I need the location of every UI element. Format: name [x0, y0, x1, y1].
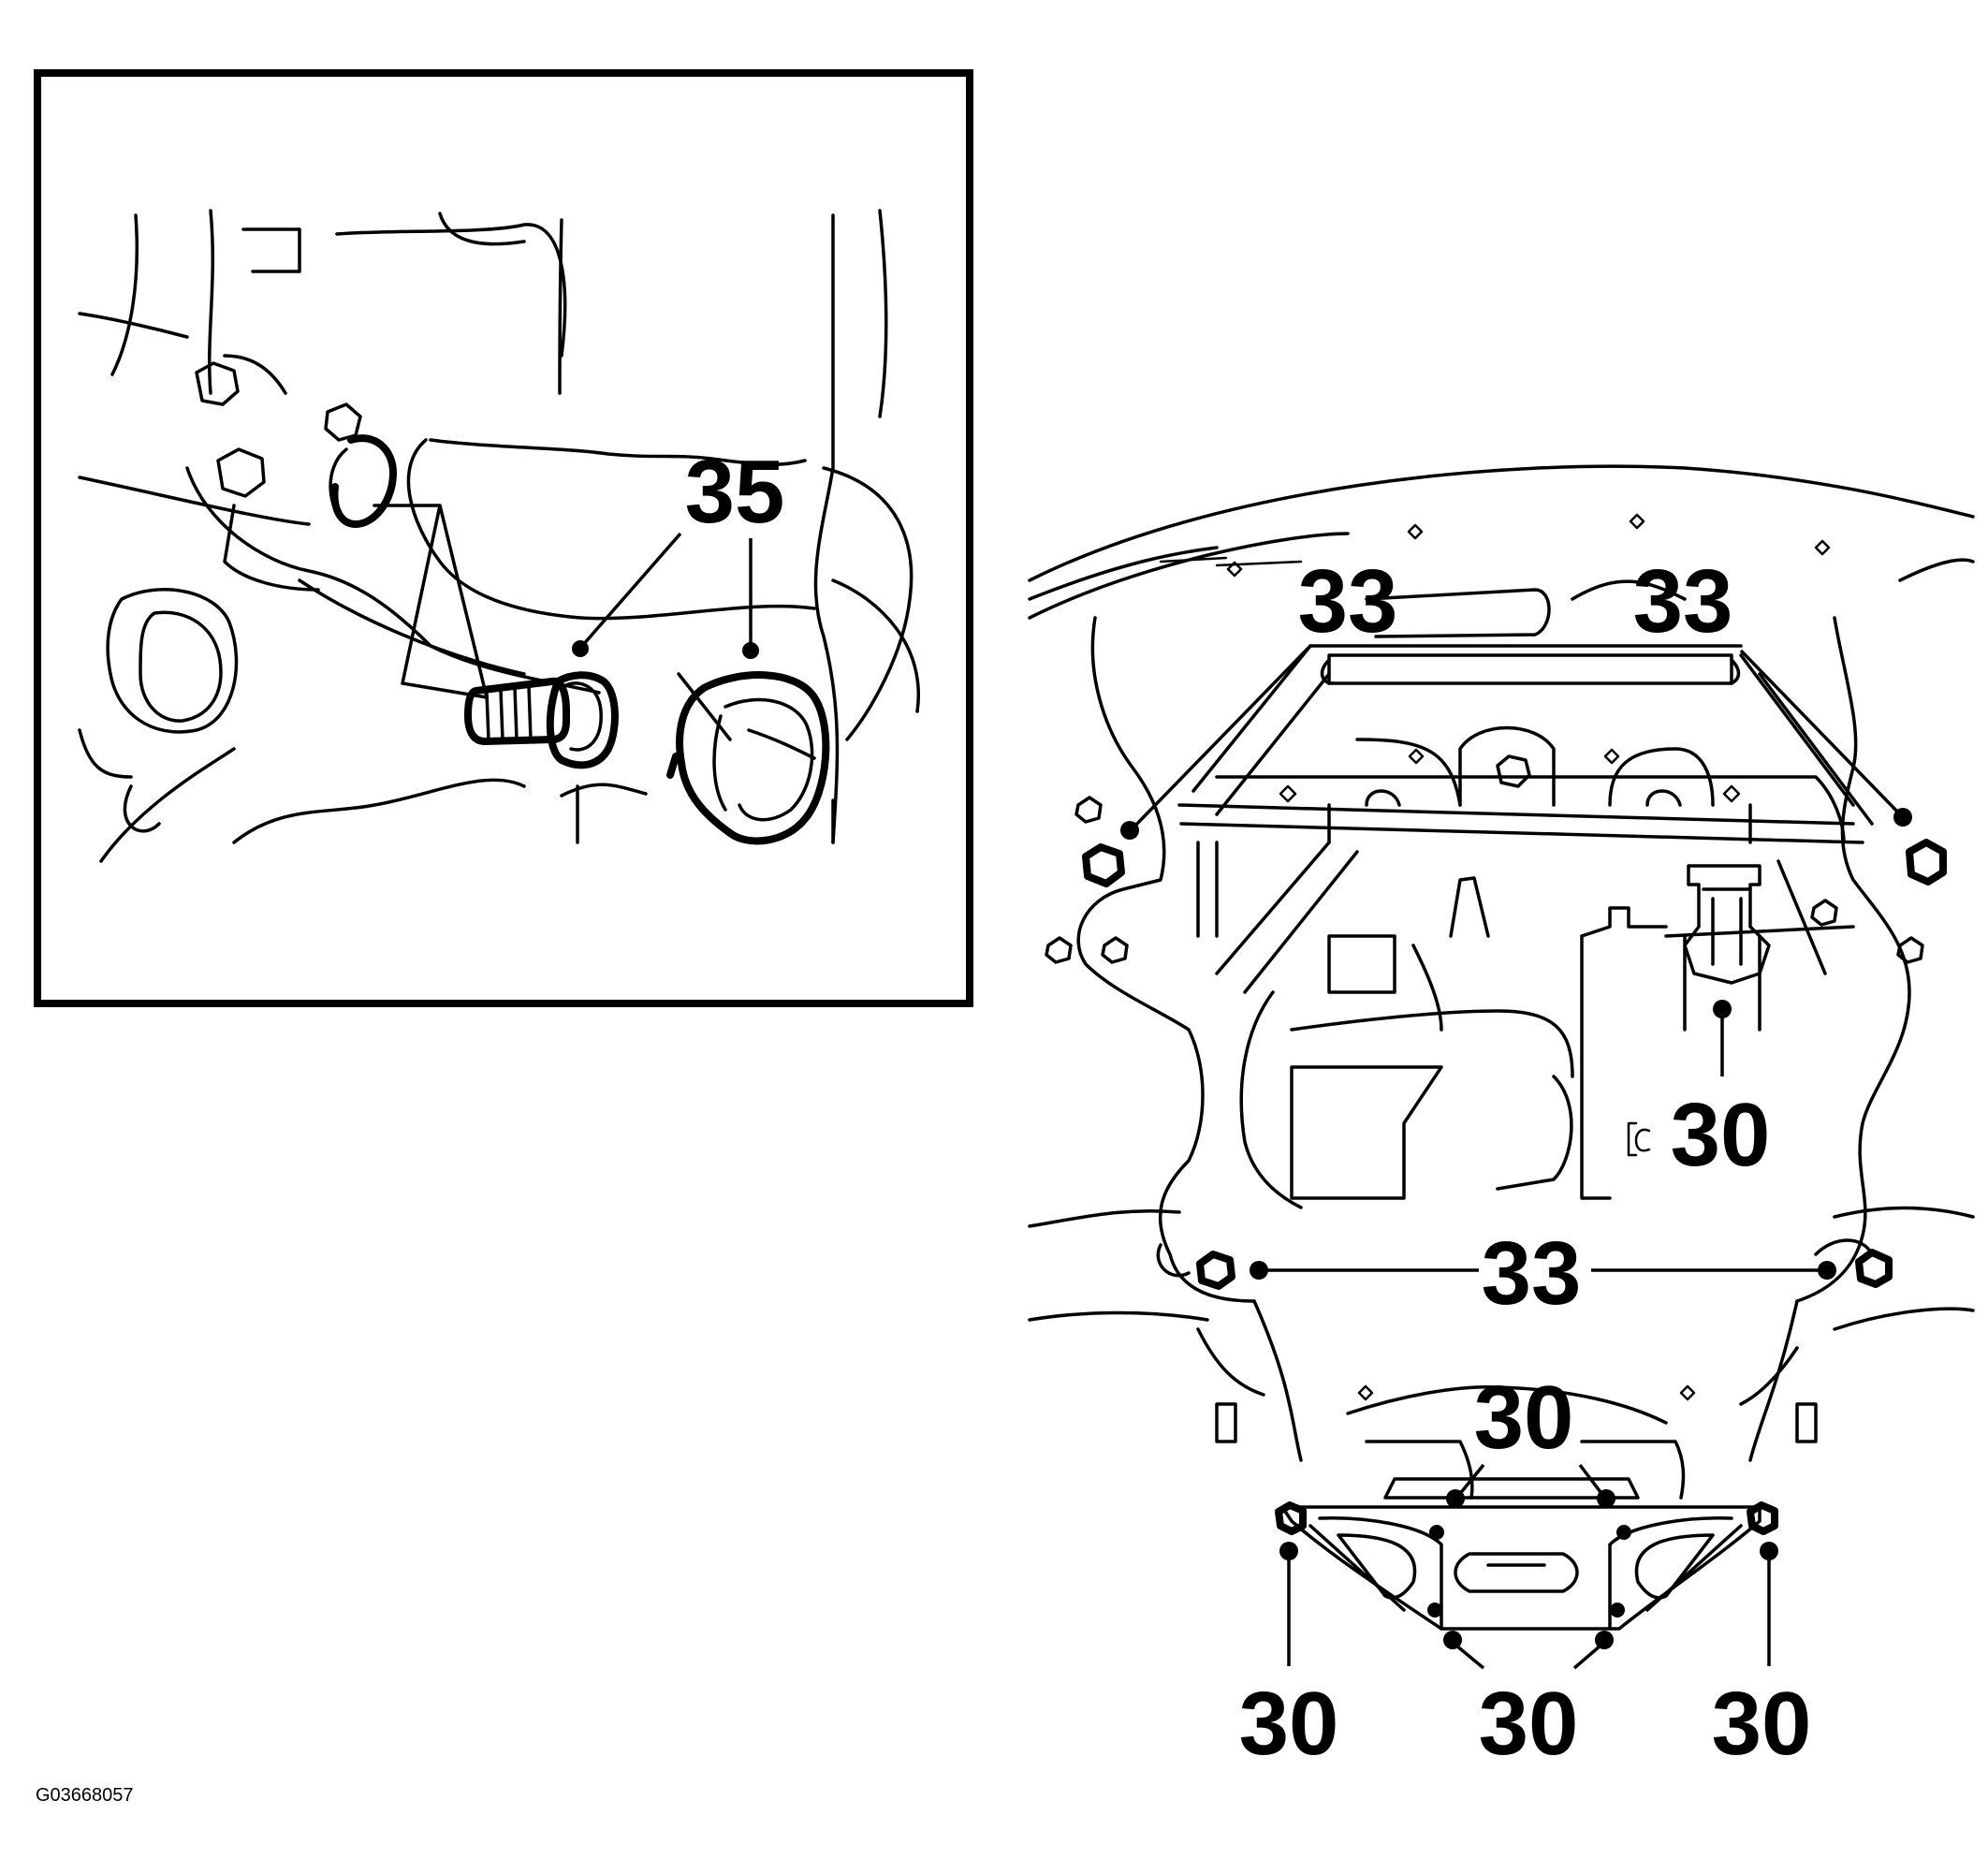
- bolt-middle-33-right: [1855, 1249, 1893, 1288]
- marker-dot-middle-33-right: [1818, 1261, 1836, 1280]
- callout-bottom-right-30: 30: [1712, 1674, 1812, 1774]
- callout-lower-30: 30: [1474, 1368, 1574, 1468]
- marker-dot-bottom-left-30: [1279, 1542, 1298, 1560]
- callout-35: 35: [685, 442, 785, 542]
- marker-dot-35-ring: [742, 642, 759, 659]
- leader-top-right-33: [1739, 649, 1902, 816]
- leader-top-left-33: [1131, 644, 1312, 830]
- marker-dot-skid-inner-right: [1616, 1525, 1631, 1540]
- callout-middle-33: 33: [1482, 1223, 1582, 1324]
- marker-dot-35-bolt: [572, 640, 589, 657]
- drain-bolt: [464, 671, 619, 769]
- callout-mid-30: 30: [1671, 1085, 1771, 1185]
- bolt-middle-33-left: [1196, 1251, 1235, 1290]
- leader-lower-30-left: [1456, 1463, 1485, 1498]
- marker-dot-top-left-33: [1120, 821, 1139, 840]
- marker-dot-mid-30: [1713, 1000, 1732, 1018]
- figure-id: G03668057: [36, 1785, 134, 1806]
- seal-ring: [666, 671, 830, 845]
- marker-dot-skid-inner-left: [1429, 1525, 1444, 1540]
- inset-frame: [34, 69, 973, 1007]
- skid-plate: [1275, 1501, 1778, 1631]
- callout-top-left-33: 33: [1298, 551, 1398, 651]
- marker-dot-middle-33-left: [1250, 1261, 1268, 1280]
- underbody-view: 33 33 30 33 30 30: [1028, 464, 1975, 1774]
- marker-dot-lower-30-right: [1597, 1489, 1615, 1508]
- marker-dot-bottom-right-30: [1760, 1542, 1778, 1560]
- callout-bottom-center-30: 30: [1479, 1674, 1579, 1774]
- callout-top-right-33: 33: [1633, 551, 1733, 651]
- marker-dot-top-right-33: [1893, 808, 1912, 827]
- leader-bottom-center-30-left: [1454, 1644, 1485, 1670]
- top-fastener-diamond: [1226, 513, 1831, 578]
- callout-bottom-left-30: 30: [1239, 1674, 1339, 1774]
- inset-panel: 35: [34, 69, 973, 1007]
- c-icon: [1627, 1121, 1651, 1157]
- leader-bottom-center-30-right: [1572, 1644, 1602, 1670]
- leader-35-bolt: [580, 532, 682, 648]
- leader-lower-30-right: [1578, 1463, 1605, 1498]
- marker-dot-lower-30-left: [1446, 1489, 1465, 1508]
- marker-dot-skid-lower-left: [1427, 1603, 1442, 1617]
- marker-dot-skid-lower-right: [1610, 1603, 1625, 1617]
